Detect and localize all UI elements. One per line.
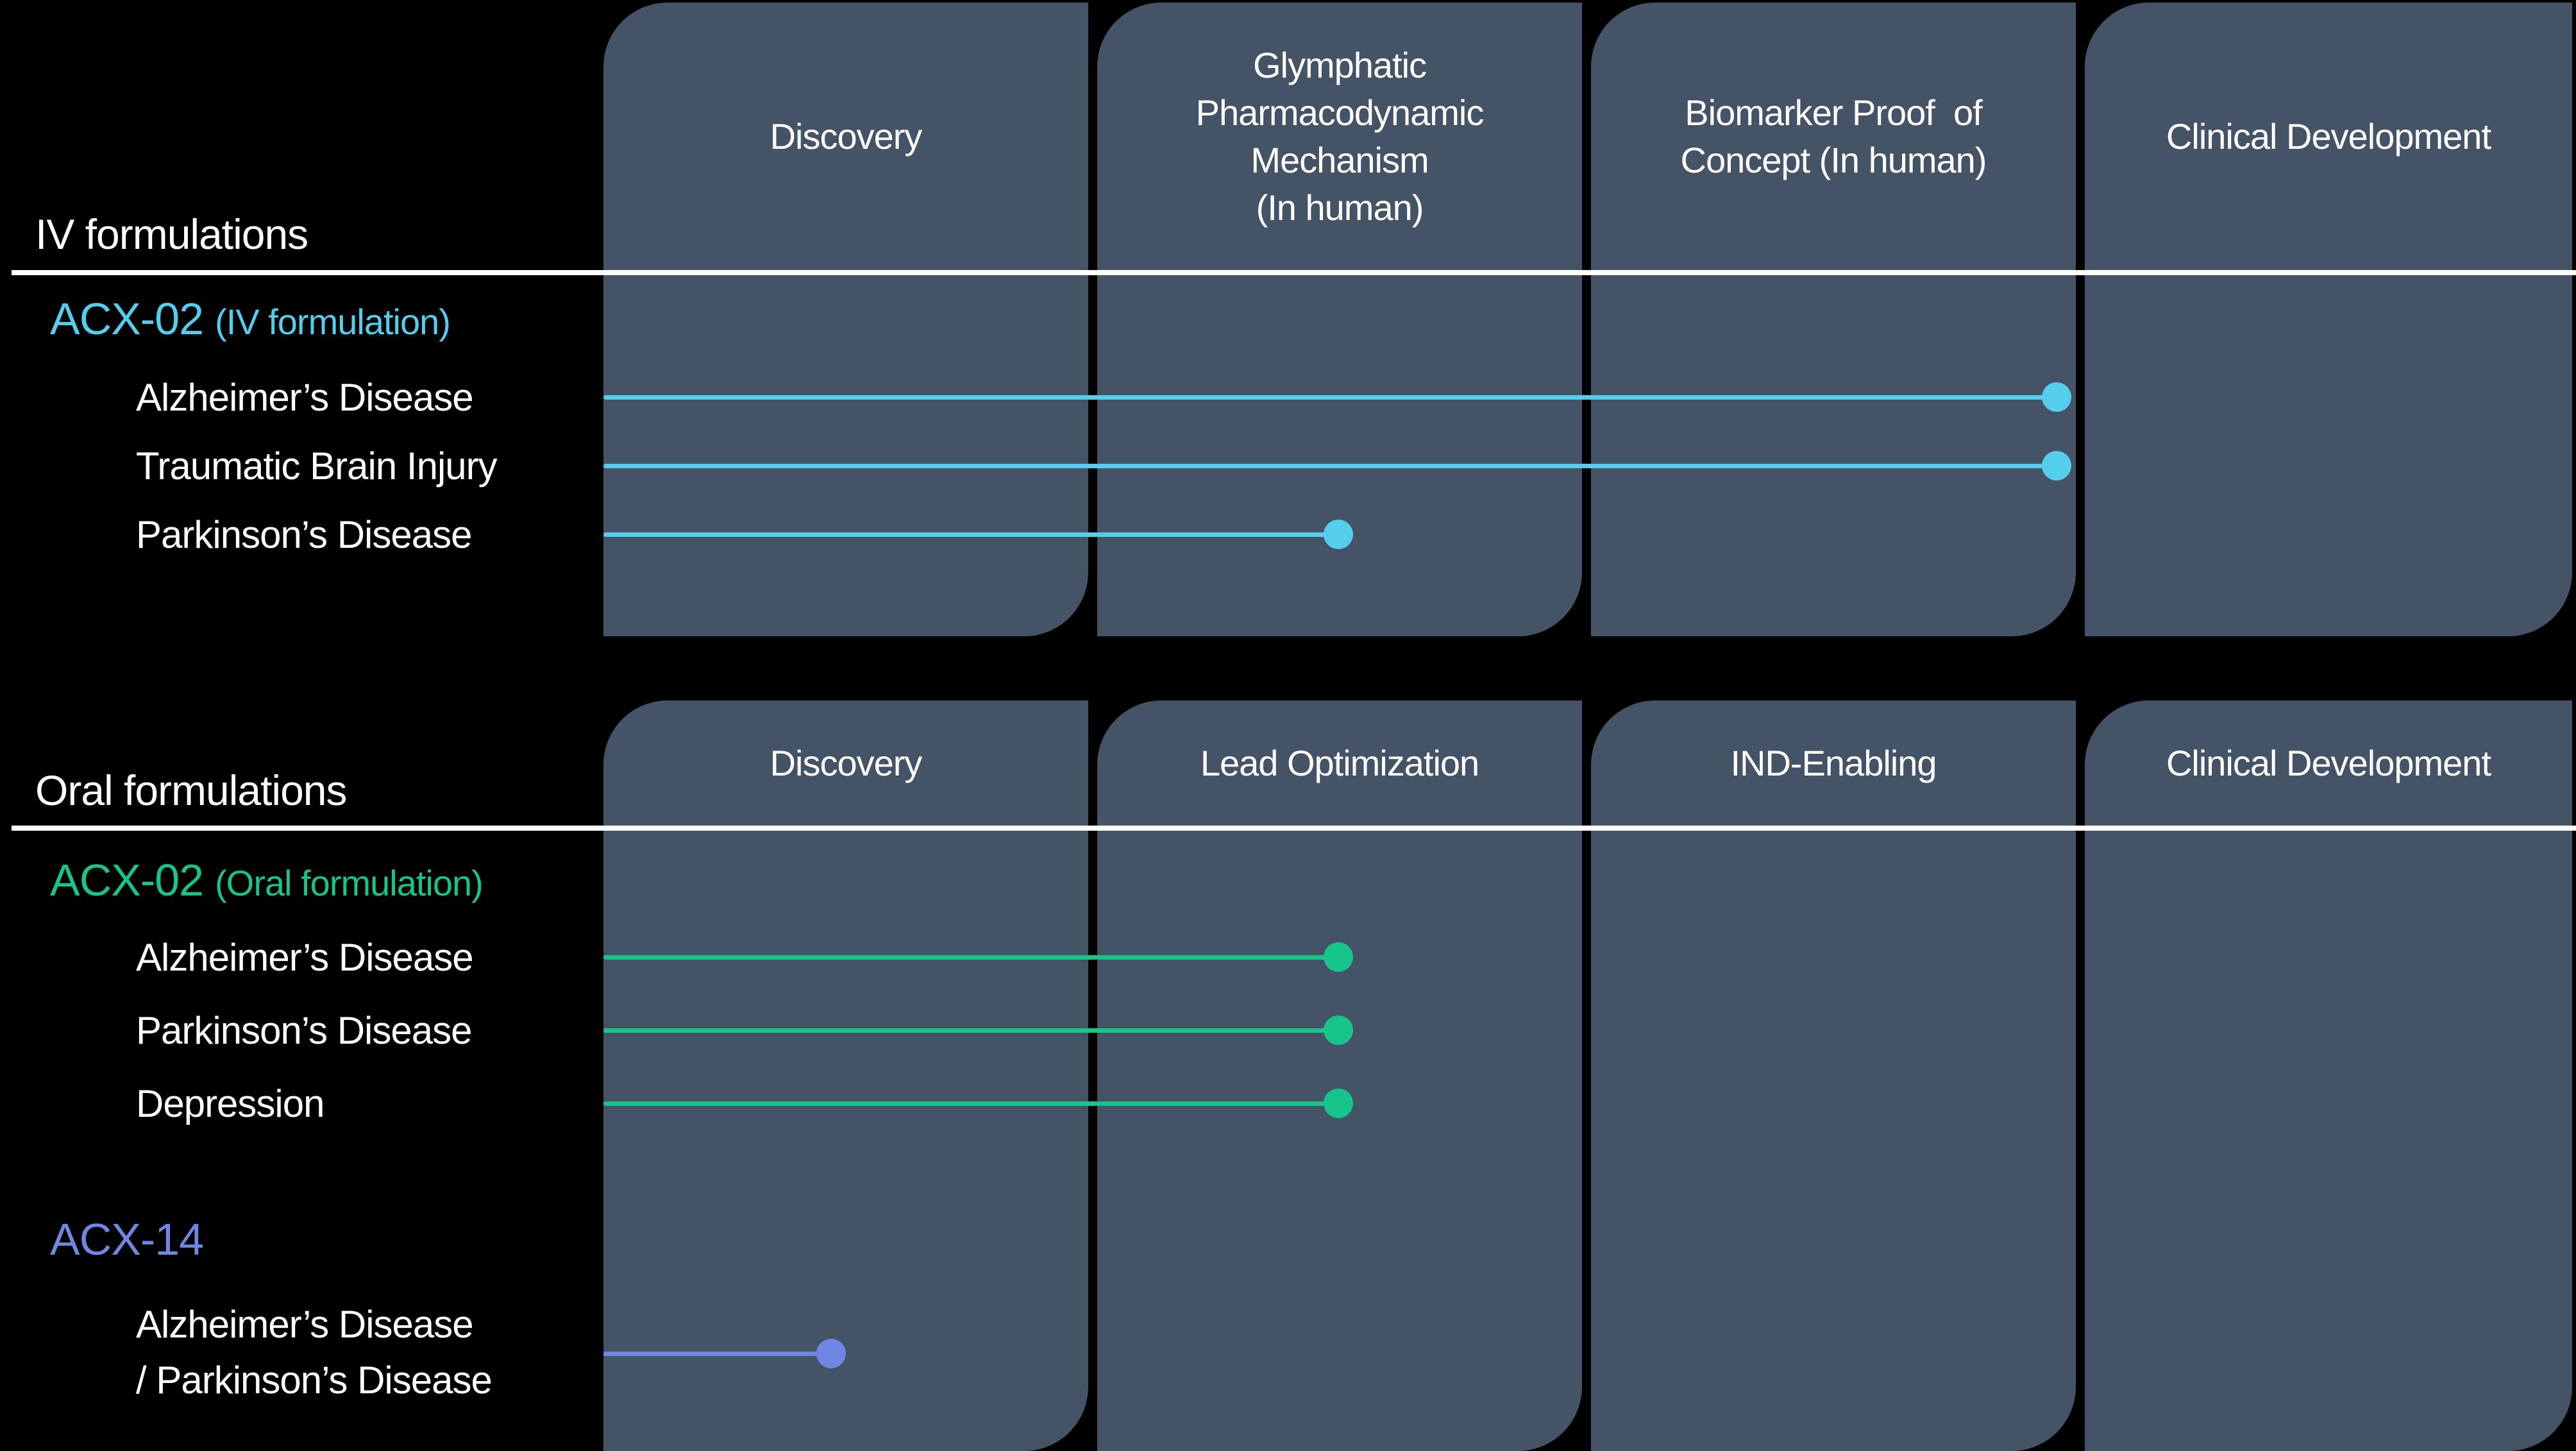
row-label: Depression xyxy=(136,1082,324,1125)
stage-column-oral-lead-optimization: Lead Optimization xyxy=(1097,700,1582,1451)
program-name: ACX-14 xyxy=(50,1214,204,1264)
row-label: Parkinson’s Disease xyxy=(136,513,472,556)
program-heading-acx02-oral: ACX-02 (Oral formulation) xyxy=(50,854,484,916)
progress-dot xyxy=(1324,1089,1353,1118)
progress-dot xyxy=(1324,942,1353,972)
stage-column-oral-ind-enabling: IND-Enabling xyxy=(1591,700,2076,1451)
row-label: Parkinson’s Disease xyxy=(136,1008,472,1052)
column-header-label: Clinical Development xyxy=(2166,115,2491,157)
program-qualifier: (Oral formulation) xyxy=(215,863,484,903)
column-header-label: Discovery xyxy=(770,743,923,783)
column-header-label: IND-Enabling xyxy=(1730,743,1937,783)
progress-dot xyxy=(2042,382,2071,412)
progress-bar xyxy=(603,1352,830,1356)
row-label: Alzheimer’s Disease / Parkinson’s Diseas… xyxy=(136,1303,492,1402)
stage-column-iv-biomarker-poc: Biomarker Proof of Concept (In human) xyxy=(1591,3,2076,636)
section-title-oral: Oral formulations xyxy=(35,767,348,814)
column-header-label: Discovery xyxy=(770,115,923,157)
progress-bar xyxy=(603,395,2057,400)
section-divider-line xyxy=(12,826,2576,831)
stage-column-iv-discovery: Discovery xyxy=(603,3,1088,636)
program-heading-acx02-iv: ACX-02 (IV formulation) xyxy=(50,293,451,355)
stage-column-iv-clinical-dev: Clinical Development xyxy=(2085,3,2572,636)
column-header-label: Glymphatic Pharmacodynamic Mechanism (In… xyxy=(1195,44,1485,228)
stage-column-oral-discovery: Discovery xyxy=(603,700,1088,1451)
progress-bar xyxy=(603,1101,1338,1106)
section-title-iv: IV formulations xyxy=(35,210,308,258)
stage-column-oral-clinical-dev: Clinical Development xyxy=(2085,700,2572,1451)
row-label: Alzheimer’s Disease xyxy=(136,935,474,979)
progress-bar xyxy=(603,464,2057,468)
progress-dot xyxy=(816,1339,846,1368)
program-name: ACX-02 xyxy=(50,855,204,905)
row-label: Traumatic Brain Injury xyxy=(136,444,498,488)
program-heading-acx14: ACX-14 xyxy=(50,1214,215,1275)
progress-bar xyxy=(603,955,1338,960)
program-name: ACX-02 xyxy=(50,294,204,344)
column-header-label: Lead Optimization xyxy=(1200,743,1479,783)
column-header-label: Clinical Development xyxy=(2166,743,2491,783)
progress-bar xyxy=(603,532,1338,537)
section-divider-line xyxy=(12,270,2576,275)
progress-dot xyxy=(1324,1015,1353,1045)
row-label: Alzheimer’s Disease xyxy=(136,375,474,419)
progress-dot xyxy=(2042,451,2071,480)
progress-dot xyxy=(1324,520,1353,549)
column-header-label: Biomarker Proof of Concept (In human) xyxy=(1680,92,1987,180)
program-qualifier: (IV formulation) xyxy=(215,301,451,342)
progress-bar xyxy=(603,1028,1338,1033)
